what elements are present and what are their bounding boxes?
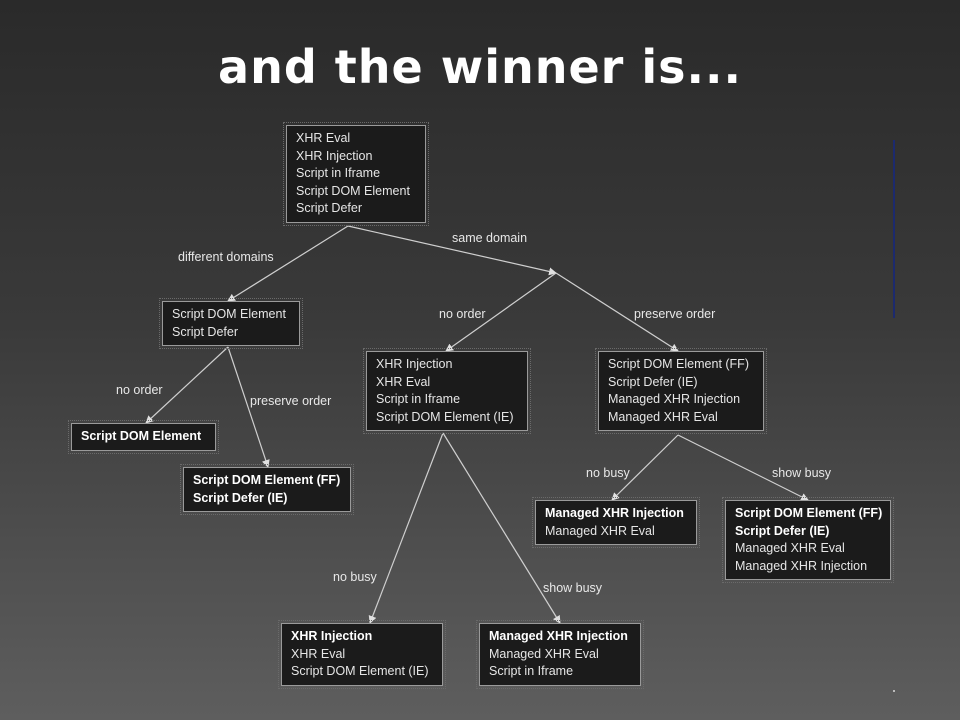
node-line: Managed XHR Eval bbox=[608, 409, 718, 424]
decorative-dot bbox=[893, 690, 895, 692]
slide-title: and the winner is... bbox=[218, 40, 742, 94]
label-no-order-show-busy: show busy bbox=[543, 581, 603, 595]
label-different-domains: different domains bbox=[178, 250, 274, 264]
edge-no-order-show-busy bbox=[442, 432, 561, 624]
node-different-domains: Script DOM Element Script Defer bbox=[159, 298, 303, 349]
node-line: Managed XHR Eval bbox=[735, 541, 845, 555]
node-line: Script DOM Element bbox=[172, 307, 286, 321]
node-line: Script Defer (IE) bbox=[608, 374, 698, 389]
node-line: Managed XHR Injection bbox=[545, 506, 684, 520]
edge-branch-no-order bbox=[445, 272, 557, 352]
node-line: XHR Eval bbox=[296, 131, 351, 145]
edge-no-order-no-busy bbox=[368, 432, 444, 624]
accent-bar bbox=[893, 140, 895, 318]
edge-same-domain bbox=[347, 225, 557, 276]
node-line: Script Defer bbox=[172, 324, 238, 339]
node-line: Managed XHR Injection bbox=[735, 558, 868, 573]
node-line: Managed XHR Eval bbox=[489, 646, 599, 661]
node-line: Managed XHR Injection bbox=[608, 392, 741, 406]
label-same-domain: same domain bbox=[452, 231, 528, 245]
node-line: Script DOM Element bbox=[81, 429, 202, 443]
edge-diff-no-order bbox=[145, 346, 229, 424]
node-line: Managed XHR Injection bbox=[489, 629, 628, 643]
node-line: XHR Injection bbox=[291, 629, 373, 643]
node-line: XHR Injection bbox=[296, 148, 373, 163]
node-line: Script Defer (IE) bbox=[193, 490, 288, 505]
label-preserve-no-busy: no busy bbox=[586, 466, 630, 480]
node-line: XHR Eval bbox=[376, 374, 431, 389]
node-line: Script DOM Element (IE) bbox=[376, 409, 514, 424]
edge-diff-preserve-order bbox=[227, 346, 270, 468]
edge-branch-preserve-order bbox=[555, 272, 679, 352]
node-line: Script Defer bbox=[296, 201, 362, 215]
node-root: XHR Eval XHR Injection Script in Iframe … bbox=[283, 122, 429, 226]
node-line: Script Defer (IE) bbox=[735, 523, 830, 538]
node-line: Script in Iframe bbox=[376, 392, 461, 406]
node-line: Script in Iframe bbox=[489, 664, 574, 678]
node-no-order-show-busy: Managed XHR Injection Managed XHR Eval S… bbox=[476, 620, 644, 689]
node-line: Script DOM Element bbox=[296, 183, 410, 198]
node-preserve-no-busy: Managed XHR Injection Managed XHR Eval bbox=[532, 497, 700, 548]
node-same-preserve-order: Script DOM Element (FF) Script Defer (IE… bbox=[595, 348, 767, 434]
node-same-no-order: XHR Injection XHR Eval Script in Iframe … bbox=[363, 348, 531, 434]
label-no-order-no-busy: no busy bbox=[333, 570, 377, 584]
label-same-preserve-order: preserve order bbox=[634, 307, 716, 321]
node-line: Script DOM Element (FF) bbox=[193, 473, 341, 487]
edge-different-domains bbox=[227, 225, 349, 302]
node-diff-preserve-order: Script DOM Element (FF) Script Defer (IE… bbox=[180, 464, 354, 515]
node-line: XHR Injection bbox=[376, 357, 453, 371]
node-line: XHR Eval bbox=[291, 646, 346, 661]
node-diff-no-order: Script DOM Element bbox=[68, 420, 219, 454]
node-line: Managed XHR Eval bbox=[545, 523, 655, 538]
label-diff-no-order: no order bbox=[116, 383, 163, 397]
label-diff-preserve-order: preserve order bbox=[250, 394, 332, 408]
label-same-no-order: no order bbox=[439, 307, 486, 321]
label-preserve-show-busy: show busy bbox=[772, 466, 832, 480]
edge-preserve-no-busy bbox=[611, 434, 679, 501]
edge-preserve-show-busy bbox=[677, 434, 809, 501]
node-no-order-no-busy: XHR Injection XHR Eval Script DOM Elemen… bbox=[278, 620, 446, 689]
node-line: Script in Iframe bbox=[296, 166, 381, 180]
node-line: Script DOM Element (IE) bbox=[291, 664, 429, 678]
node-line: Script DOM Element (FF) bbox=[608, 357, 749, 371]
node-preserve-show-busy: Script DOM Element (FF) Script Defer (IE… bbox=[722, 497, 894, 583]
node-line: Script DOM Element (FF) bbox=[735, 506, 883, 520]
